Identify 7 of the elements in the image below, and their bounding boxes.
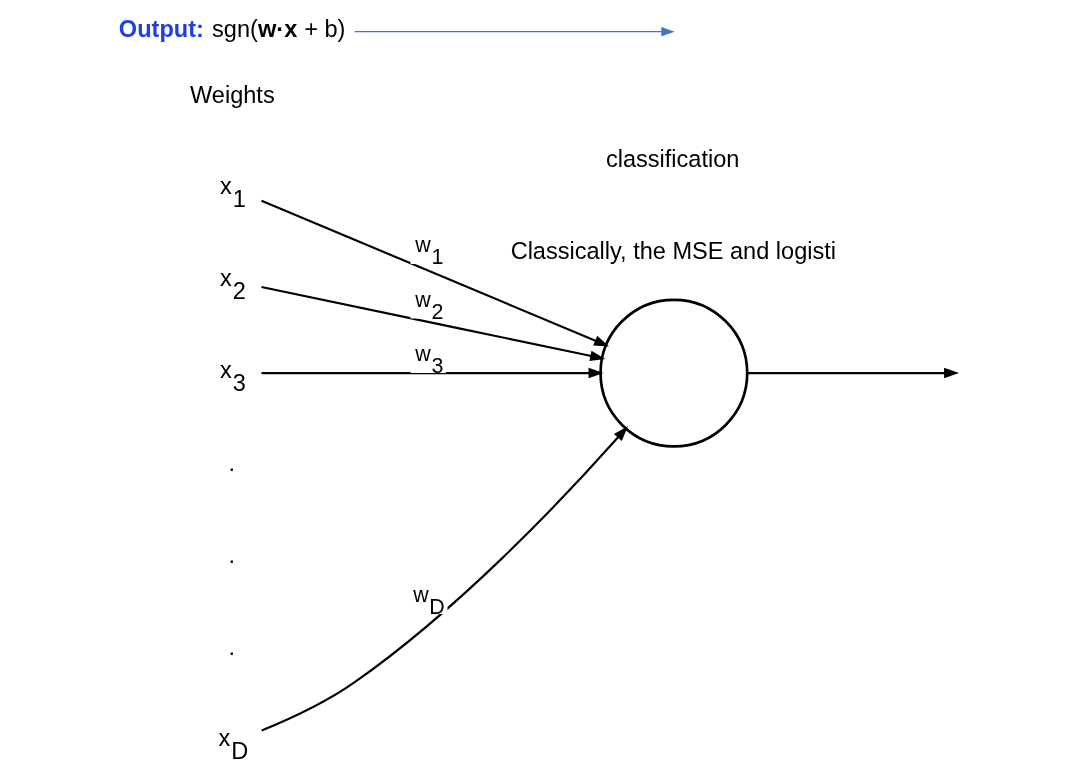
label: . <box>228 450 235 477</box>
label: Classically, the MSE and logisti <box>510 238 836 265</box>
label: . <box>228 634 235 661</box>
label: Weights <box>189 81 275 108</box>
label: . <box>228 542 235 569</box>
node-text: Output: sgn(w·x + b) <box>118 15 345 42</box>
label: classification <box>605 146 739 173</box>
